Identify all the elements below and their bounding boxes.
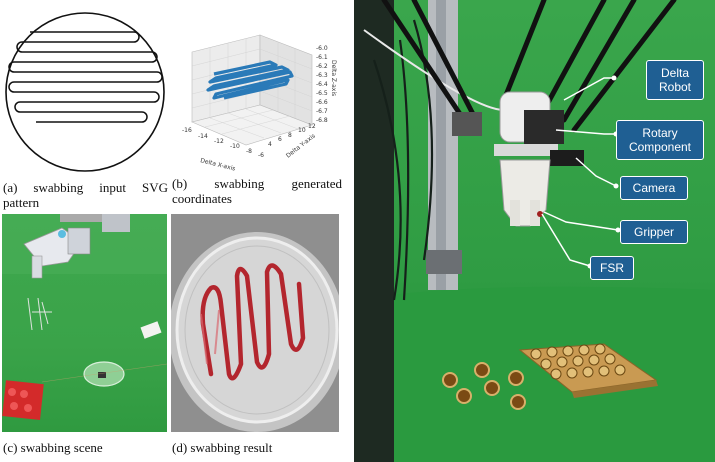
swabbing-result-photo xyxy=(171,214,339,432)
x-tick: -8 xyxy=(246,148,252,155)
trajectory-line xyxy=(206,60,294,100)
y-tick: 4 xyxy=(268,141,272,148)
x-tick: -6 xyxy=(258,152,264,159)
y-tick: 12 xyxy=(308,123,316,130)
svg-pattern-figure xyxy=(2,8,167,173)
z-tick: -6.7 xyxy=(316,108,328,115)
swabbing-scene-photo xyxy=(2,214,167,432)
label-fsr: FSR xyxy=(590,256,634,280)
chocolates xyxy=(442,362,526,410)
z-tick: -6.3 xyxy=(316,72,328,79)
x-tick: -12 xyxy=(214,138,224,145)
plot3d-svg: -16 -14 -12 -10 -8 -6 4 6 8 10 12 -6.0 -… xyxy=(182,34,337,173)
y-tick: 6 xyxy=(278,136,282,143)
red-swab-trace xyxy=(200,263,306,381)
coordinates-3d-plot: -16 -14 -12 -10 -8 -6 4 6 8 10 12 -6.0 -… xyxy=(170,10,338,175)
z-tick: -6.1 xyxy=(316,54,328,61)
z-tick: -6.5 xyxy=(316,90,328,97)
z-tick: -6.6 xyxy=(316,99,328,106)
label-camera: Camera xyxy=(620,176,688,200)
caption-c: (c) swabbing scene xyxy=(3,440,103,455)
label-rotary-component: Rotary Component xyxy=(616,120,704,160)
caption-a: (a) swabbing input SVG pattern xyxy=(3,180,168,210)
label-delta-robot: Delta Robot xyxy=(646,60,704,100)
x-tick: -16 xyxy=(182,127,192,134)
svg-pattern-drawing xyxy=(5,12,165,172)
z-tick: -6.4 xyxy=(316,81,328,88)
caption-b: (b) swabbing generated coordinates xyxy=(172,176,342,206)
x-tick: -10 xyxy=(230,143,240,150)
z-axis-label: Delta Z-axis xyxy=(330,60,337,96)
y-tick: 8 xyxy=(288,132,292,139)
caption-d: (d) swabbing result xyxy=(172,440,273,455)
y-tick: 10 xyxy=(298,127,306,134)
x-tick: -14 xyxy=(198,133,208,140)
z-tick: -6.0 xyxy=(316,45,328,52)
z-tick: -6.2 xyxy=(316,63,328,70)
label-gripper: Gripper xyxy=(620,220,688,244)
z-tick: -6.8 xyxy=(316,117,328,124)
x-axis-label: Delta X-axis xyxy=(200,157,237,172)
